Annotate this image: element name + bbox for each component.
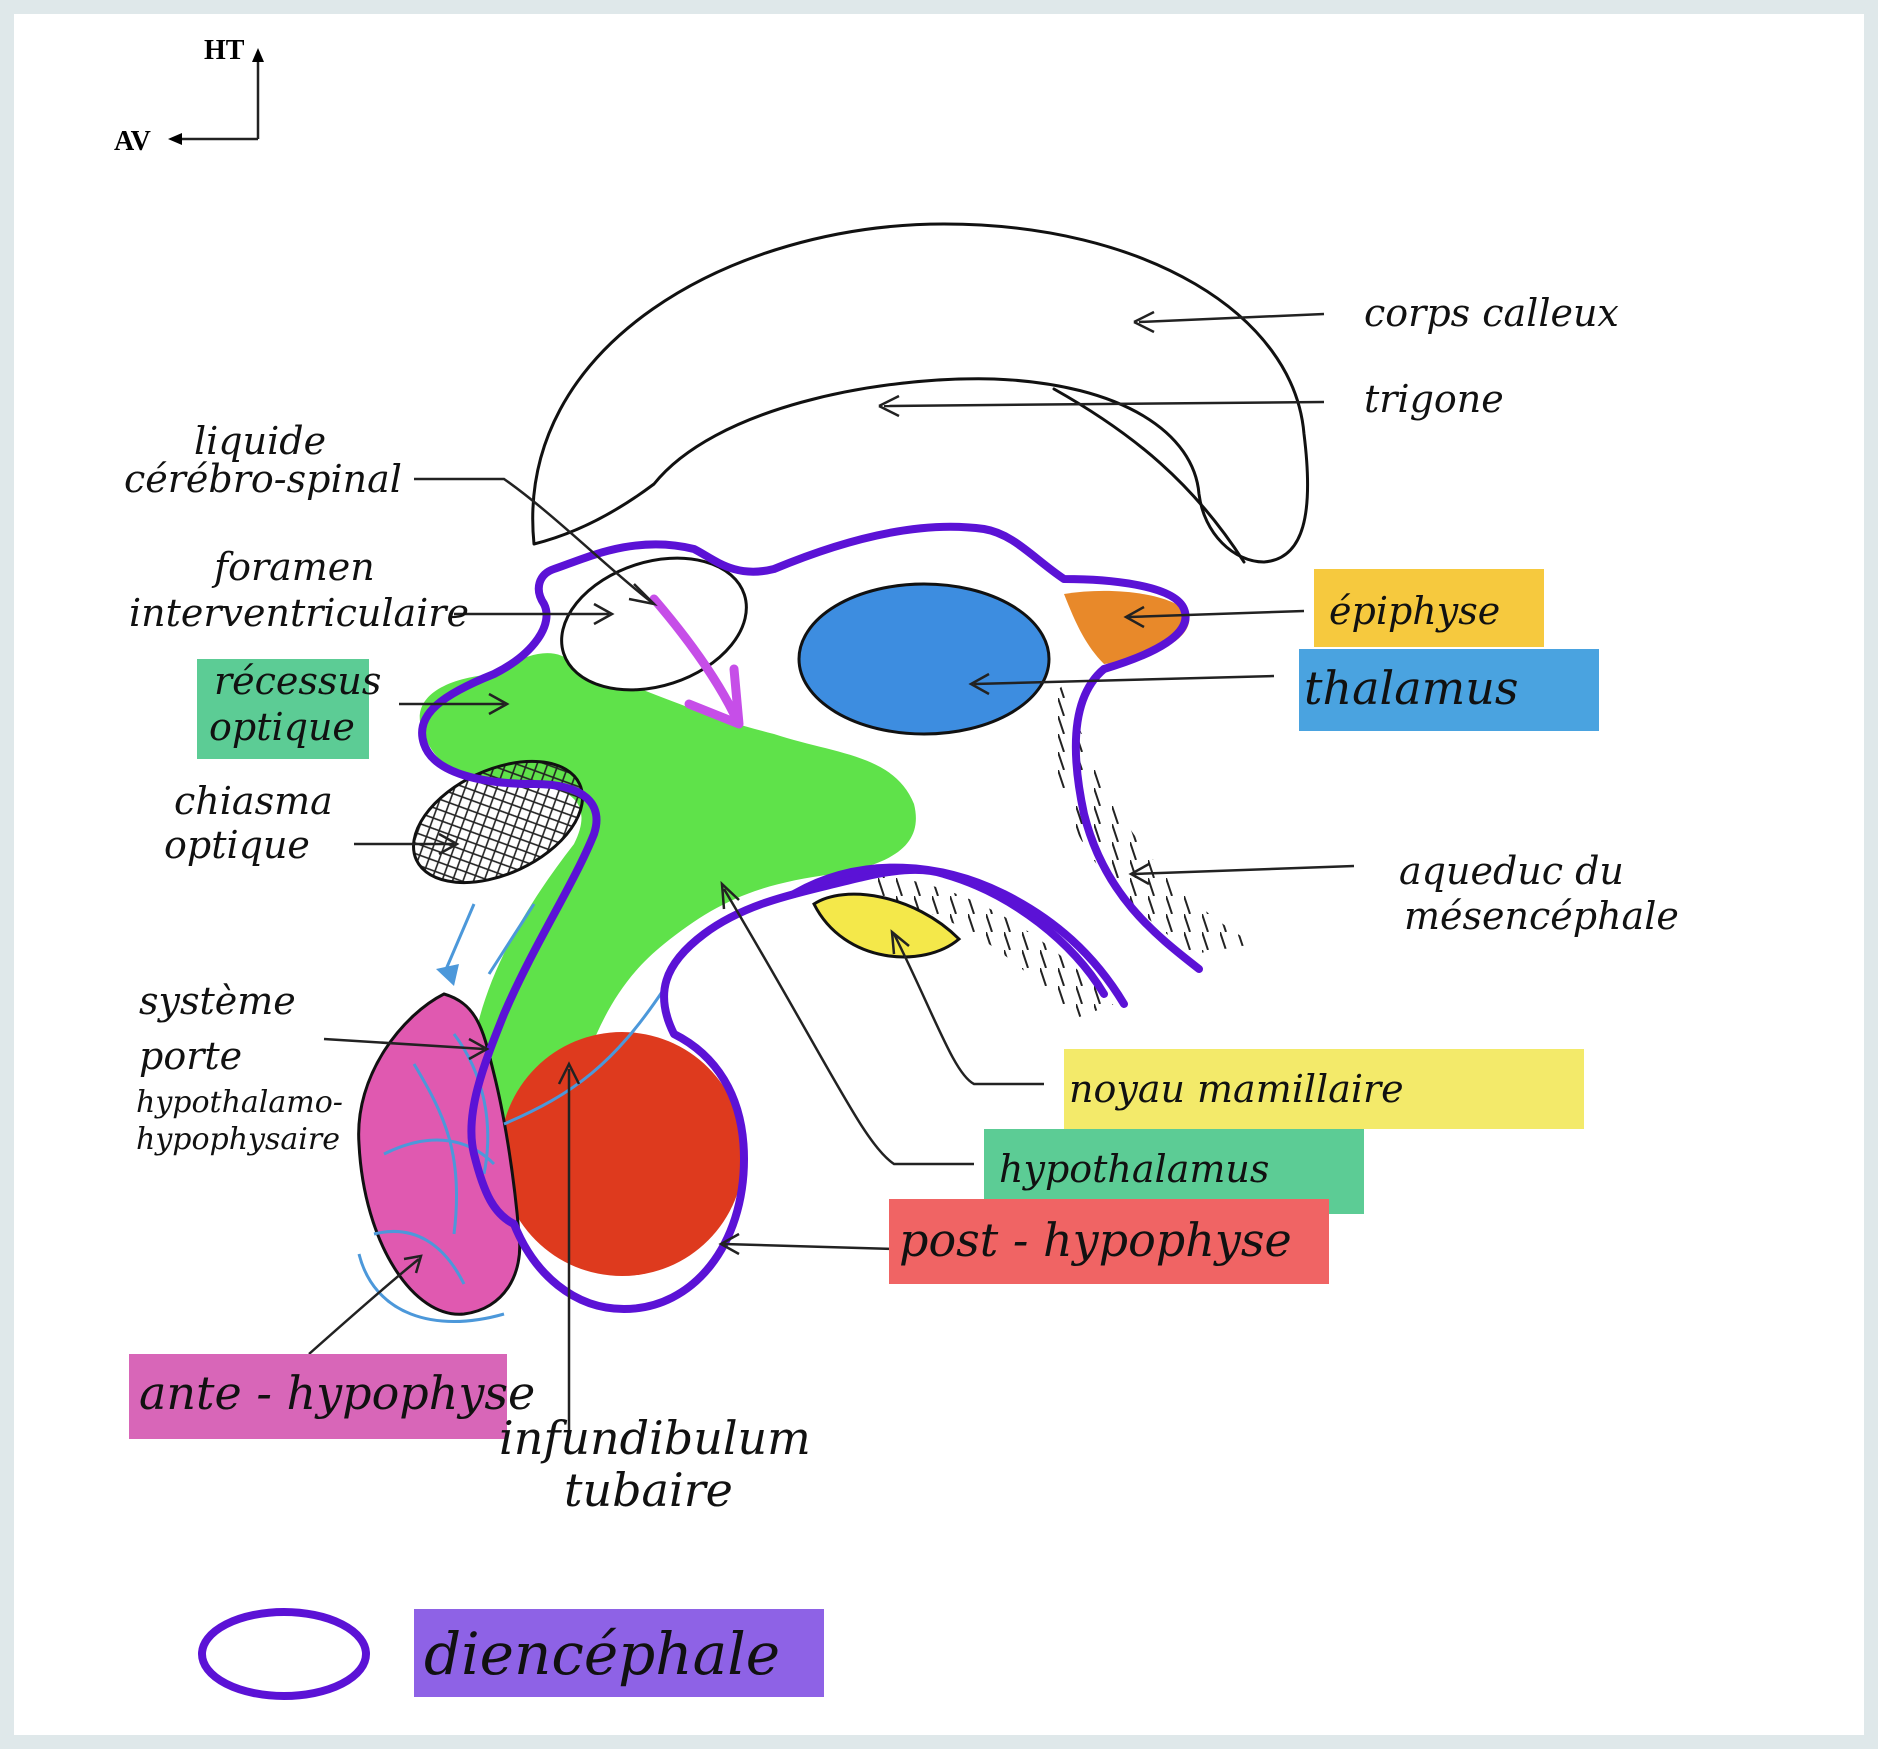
diagram-sheet: HT AV [14,14,1864,1735]
up-label: HT [204,35,245,66]
label-aqueduc-line1: aqueduc du [1399,849,1624,893]
label-systeme-line4: hypophysaire [136,1122,340,1157]
label-corps-calleux: corps calleux [1364,291,1619,335]
front-label: AV [114,126,151,157]
label-post-hypophyse: post - hypophyse [899,1213,1292,1267]
legend-label: diencéphale [424,1620,780,1688]
post-hypophyse-shape [500,1032,744,1276]
label-foramen-line1: foramen [211,545,375,589]
label-recessus-line1: récessus [214,659,381,703]
label-systeme-line2: porte [139,1034,242,1078]
label-hypothalamus: hypothalamus [999,1147,1269,1191]
label-foramen-line2: interventriculaire [129,591,469,635]
front-arrowhead [168,133,182,145]
epiphyse-shape [1064,591,1189,664]
label-recessus-line2: optique [209,705,355,749]
corps-calleux-shape [533,224,1308,562]
label-infundibulum-line2: tubaire [564,1463,733,1517]
label-trigone: trigone [1364,377,1504,421]
label-thalamus: thalamus [1304,661,1519,715]
label-systeme-line3: hypothalamo- [136,1085,343,1120]
up-arrowhead [252,48,264,62]
labels: corps calleux trigone liquide cérébro-sp… [124,291,1679,1688]
label-noyau-mamillaire: noyau mamillaire [1069,1067,1404,1111]
label-liquide-line2: cérébro-spinal [124,457,402,501]
label-chiasma-line1: chiasma [174,779,333,823]
thalamus-shape [799,584,1049,734]
label-ante-hypophyse: ante - hypophyse [139,1366,535,1420]
label-systeme-line1: système [139,979,296,1023]
label-epiphyse: épiphyse [1329,589,1500,633]
diencephale-diagram: HT AV [14,14,1864,1735]
label-infundibulum-line1: infundibulum [499,1411,811,1465]
orientation-indicator: HT AV [114,35,264,157]
label-aqueduc-line2: mésencéphale [1404,894,1679,938]
label-chiasma-line2: optique [164,823,310,867]
legend-diencephale-oval [202,1612,366,1696]
